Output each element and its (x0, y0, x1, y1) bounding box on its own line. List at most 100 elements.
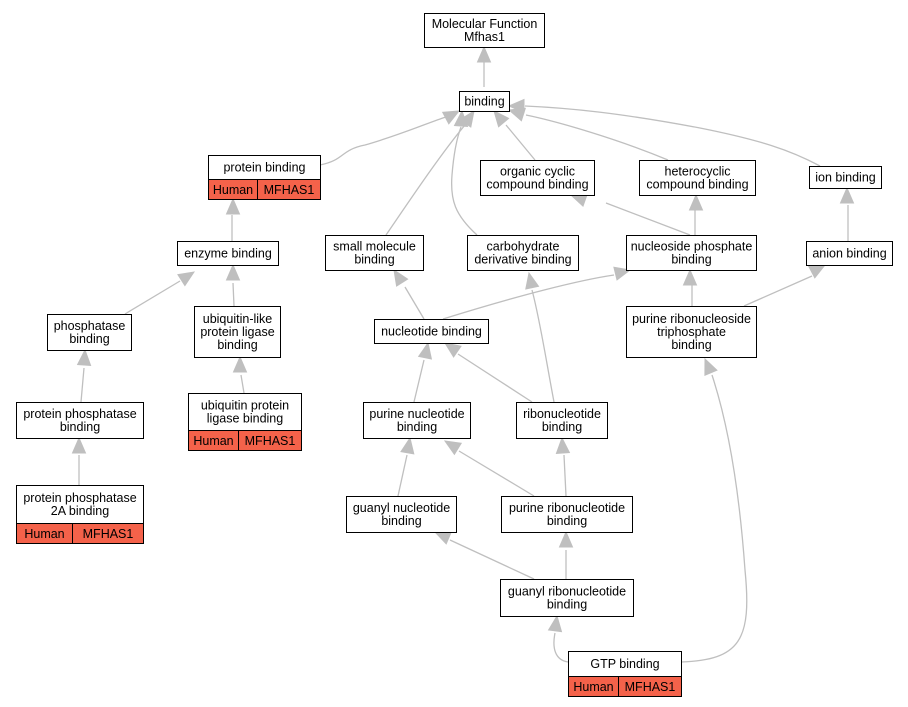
species-tag-label: Human (213, 183, 253, 197)
term-label: binding (671, 338, 711, 352)
arrowhead-icon (225, 197, 241, 215)
term-box (47, 314, 132, 351)
edge-line (505, 124, 536, 161)
term-label: ion binding (815, 171, 876, 185)
term-label: triphosphate (657, 325, 726, 339)
edge-line (525, 114, 669, 161)
term-label: binding (547, 514, 587, 528)
edge-line (457, 353, 533, 403)
arrowhead-icon (177, 271, 196, 287)
species-tag-label: Human (573, 680, 613, 694)
term-label: purine ribonucleoside (632, 312, 751, 326)
term-box (467, 235, 579, 271)
term-label: binding (547, 598, 587, 612)
term-label: guanyl nucleotide (353, 501, 450, 515)
term-label: binding (69, 332, 109, 346)
arrowhead-icon (682, 268, 698, 286)
term-label: GTP binding (590, 657, 659, 671)
arrowhead-icon (558, 530, 574, 548)
edge-line (553, 632, 569, 663)
term-label: anion binding (812, 247, 886, 261)
term-label: small molecule (333, 240, 416, 254)
term-box (424, 13, 545, 48)
term-box (501, 496, 633, 533)
term-node-ion[interactable]: ion binding (809, 166, 882, 189)
term-node-anion[interactable]: anion binding (806, 241, 893, 266)
arrowhead-icon (493, 110, 510, 128)
term-label: Molecular Function (432, 17, 538, 31)
term-node-enz[interactable]: enzyme binding (177, 241, 279, 266)
arrowhead-icon (555, 436, 571, 454)
species-tag-label: Human (24, 527, 64, 541)
gene-tag-label: MFHAS1 (245, 434, 296, 448)
term-label: nucleoside phosphate (631, 240, 753, 254)
arrowhead-icon (476, 45, 492, 63)
edge-line (680, 374, 748, 663)
term-box (568, 651, 682, 677)
term-box (500, 579, 634, 617)
arrowhead-icon (76, 348, 92, 366)
arrowhead-icon (400, 436, 415, 455)
term-box (480, 160, 595, 196)
term-label: compound binding (646, 178, 748, 192)
term-node-bind[interactable]: binding (459, 91, 510, 112)
edge-line (397, 454, 408, 497)
gene-tag (238, 430, 302, 451)
term-label: Mfhas1 (464, 30, 505, 44)
term-label: heterocyclic (665, 165, 731, 179)
edge-line (80, 367, 85, 403)
gene-tag (257, 179, 321, 200)
term-box (806, 241, 893, 266)
arrowhead-icon (71, 436, 87, 454)
term-label: binding (542, 420, 582, 434)
term-label: carbohydrate (487, 240, 560, 254)
arrowhead-icon (441, 110, 461, 125)
term-box (188, 393, 302, 431)
term-label: nucleotide binding (381, 325, 482, 339)
arrowhead-icon (417, 341, 433, 360)
edge-line (385, 124, 466, 236)
edge-line (449, 539, 535, 580)
term-box (459, 91, 510, 112)
arrowhead-icon (507, 98, 525, 114)
term-box (346, 496, 457, 533)
term-label: derivative binding (474, 253, 571, 267)
arrowhead-icon (443, 342, 462, 358)
edge-line (124, 280, 181, 315)
edge-line (450, 126, 478, 236)
term-node-nuc[interactable]: nucleotide binding (374, 319, 489, 344)
term-box (626, 235, 757, 271)
arrowhead-icon (839, 186, 855, 204)
edge-line (743, 275, 813, 307)
term-label: ligase binding (207, 412, 283, 426)
term-label: binding (60, 420, 100, 434)
term-box (177, 241, 279, 266)
arrowhead-icon (704, 357, 718, 377)
gene-tag-label: MFHAS1 (83, 527, 134, 541)
term-label: binding (354, 253, 394, 267)
arrowhead-icon (232, 355, 248, 373)
edge-line (232, 282, 235, 307)
term-label: organic cyclic (500, 165, 575, 179)
edge-line (458, 450, 535, 497)
